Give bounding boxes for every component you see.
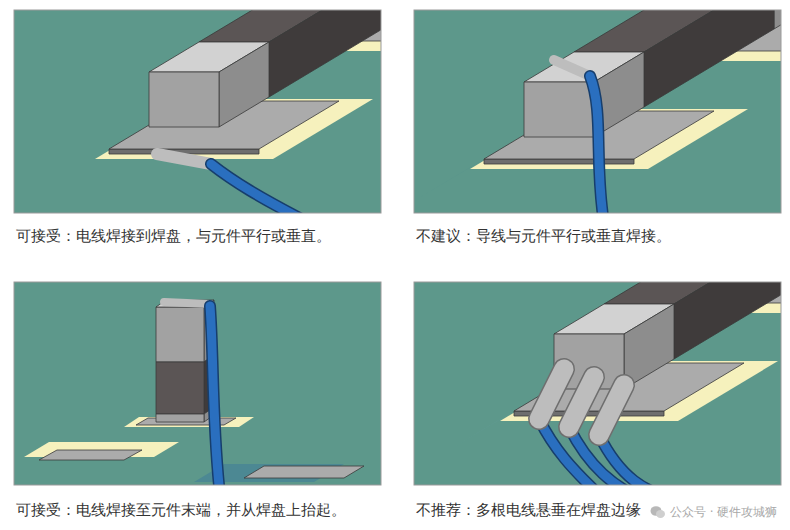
blue-wire [210,306,220,485]
panel-border [14,10,381,213]
wire-lead [164,302,210,304]
pad-edge [484,159,634,164]
wire-lead [599,385,624,435]
caption: 不推荐：多根电线悬垂在焊盘边缘 [416,500,641,520]
blue-wire-outline [210,306,220,485]
component-body-front [156,362,204,414]
icon-bubble [656,510,665,518]
panel-art [14,10,381,213]
end-cap-front [156,414,204,422]
wechat-icon [650,505,666,519]
caption: 可接受：电线焊接至元件末端，并从焊盘上抬起。 [16,500,346,520]
blue-wire-outline [590,76,604,213]
solder-pad [244,466,364,478]
caption: 不建议：导线与元件平行或垂直焊接。 [416,226,671,246]
panel-border [14,282,381,485]
panel-border [414,282,781,485]
watermark: 公众号 · 硬件攻城狮 [650,502,777,522]
wire-lead-outline [569,377,594,427]
end-cap-side [624,304,674,389]
caption: 可接受：电线焊接到焊盘，与元件平行或垂直。 [16,226,331,246]
pcb-board [14,282,381,485]
caption-text: 可接受：电线焊接至元件末端，并从焊盘上抬起。 [16,501,346,519]
panel [229,196,790,530]
component-body-side [644,10,774,107]
wire-lead-outline [539,369,564,419]
caption-text: 不推荐：多根电线悬垂在焊盘边缘 [416,501,641,519]
blue-wire [590,76,604,213]
end-cap-front [524,82,594,137]
wire-lead [569,377,594,427]
caption-text: 可接受：电线焊接到焊盘，与元件平行或垂直。 [16,227,331,245]
wire-lead [539,369,564,419]
end-cap-side [774,10,781,29]
solder-pad [39,450,142,460]
blue-wire-outline [599,435,684,485]
blue-wire-outline [211,164,309,213]
end-cap-front [149,72,219,127]
blue-wire [211,164,309,213]
end-cap-front [156,307,204,362]
panel [199,0,790,330]
blue-wire [599,435,684,485]
wire-lead [157,154,211,164]
component-body-side [674,282,781,359]
watermark-text: 公众号 · 硬件攻城狮 [670,502,777,522]
panel [14,282,381,495]
panel-art [414,10,781,213]
panel-art [414,282,781,485]
panel-border [414,10,781,213]
wire-lead-outline [599,385,624,435]
end-cap-side [219,42,269,127]
component-body-side [269,10,381,97]
caption-text: 不建议：导线与元件平行或垂直焊接。 [416,227,671,245]
panel-art [14,282,381,485]
